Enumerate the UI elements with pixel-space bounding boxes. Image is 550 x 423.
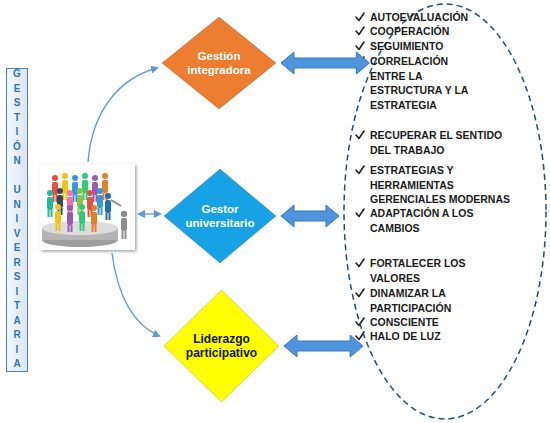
person-figure <box>77 188 83 215</box>
diamond-shape <box>164 169 276 263</box>
diamond-shape <box>162 17 276 109</box>
person-figure <box>79 204 85 231</box>
person-figure <box>82 173 88 200</box>
text-wrap: Gestor universitario <box>164 169 276 263</box>
check-mark <box>356 27 364 35</box>
diamond-label: Gestor universitario <box>177 202 263 230</box>
double-block-arrow <box>281 52 369 74</box>
curved-arrow <box>88 68 157 162</box>
person-figure <box>47 190 53 217</box>
checklist-item: FORTALECER LOS VALORES <box>370 256 510 285</box>
text-wrap: GESTIÓN UNIVERSITARIA <box>7 69 27 371</box>
checklist-item: SEGUIMIENTO <box>370 39 520 54</box>
decision-diamond: Liderazgo participativo <box>164 290 279 402</box>
vertical-title-band: GESTIÓN UNIVERSITARIA <box>6 68 28 372</box>
vertical-title: GESTIÓN UNIVERSITARIA <box>12 68 23 373</box>
decision-diamond: Gestor universitario <box>164 169 276 263</box>
checklist-item: COOPERACIÓN <box>370 24 520 39</box>
illustration-frame <box>40 164 135 250</box>
check-mark <box>356 259 364 267</box>
diamond-outline <box>164 169 276 263</box>
person-figure <box>57 188 63 215</box>
checklist-item: ESTRATEGIAS Y HERRAMIENTAS GERENCIALES M… <box>370 163 520 207</box>
checklist-item: HALO DE LUZ <box>370 329 520 344</box>
person-figure <box>97 188 103 215</box>
check-mark <box>356 13 364 21</box>
curved-arrow <box>112 253 159 336</box>
checklist-item: DINAMIZAR LA PARTICIPACIÓN <box>370 286 510 315</box>
reaching-arm <box>111 200 121 206</box>
double-block-arrow <box>281 205 339 227</box>
straight-arrow <box>139 213 160 214</box>
diamond-label: Liderazgo participativo <box>177 332 267 360</box>
check-mark <box>356 209 364 217</box>
person-figure <box>55 204 61 231</box>
diamond-outline <box>162 17 276 109</box>
person-figure <box>91 205 97 232</box>
checklist-item: RECUPERAR EL SENTIDO DEL TRABAJO <box>370 128 520 157</box>
person-figure <box>62 173 68 200</box>
check-mark <box>356 42 364 50</box>
check-mark <box>356 166 364 174</box>
link-arrows <box>88 68 160 336</box>
text-wrap: Gestión integradora <box>162 17 276 109</box>
check-mark <box>356 131 364 139</box>
person-figure <box>121 211 127 239</box>
checklist-item: AUTOEVALUACIÓN <box>370 10 520 25</box>
checklist-item: CONSCIENTE <box>370 315 520 330</box>
people-illustration <box>40 164 135 250</box>
text-wrap: Liderazgo participativo <box>164 290 279 402</box>
ellipse-outline <box>344 4 546 419</box>
checklist-item: ADAPTACIÓN A LOS CAMBIOS <box>370 206 520 235</box>
checklist-item: CORRELACIÓN ENTRE LA ESTRUCTURA Y LA EST… <box>370 54 478 112</box>
decision-diamond: Gestión integradora <box>162 17 276 109</box>
dashed-ellipse: AUTOEVALUACIÓNCOOPERACIÓNSEGUIMIENTOCORR… <box>343 3 547 420</box>
diamond-label: Gestión integradora <box>177 49 261 77</box>
person-figure <box>105 193 111 220</box>
diamond-outline <box>164 290 279 402</box>
person-figure <box>67 205 73 232</box>
double-block-arrow <box>284 335 363 357</box>
check-mark <box>356 289 364 297</box>
